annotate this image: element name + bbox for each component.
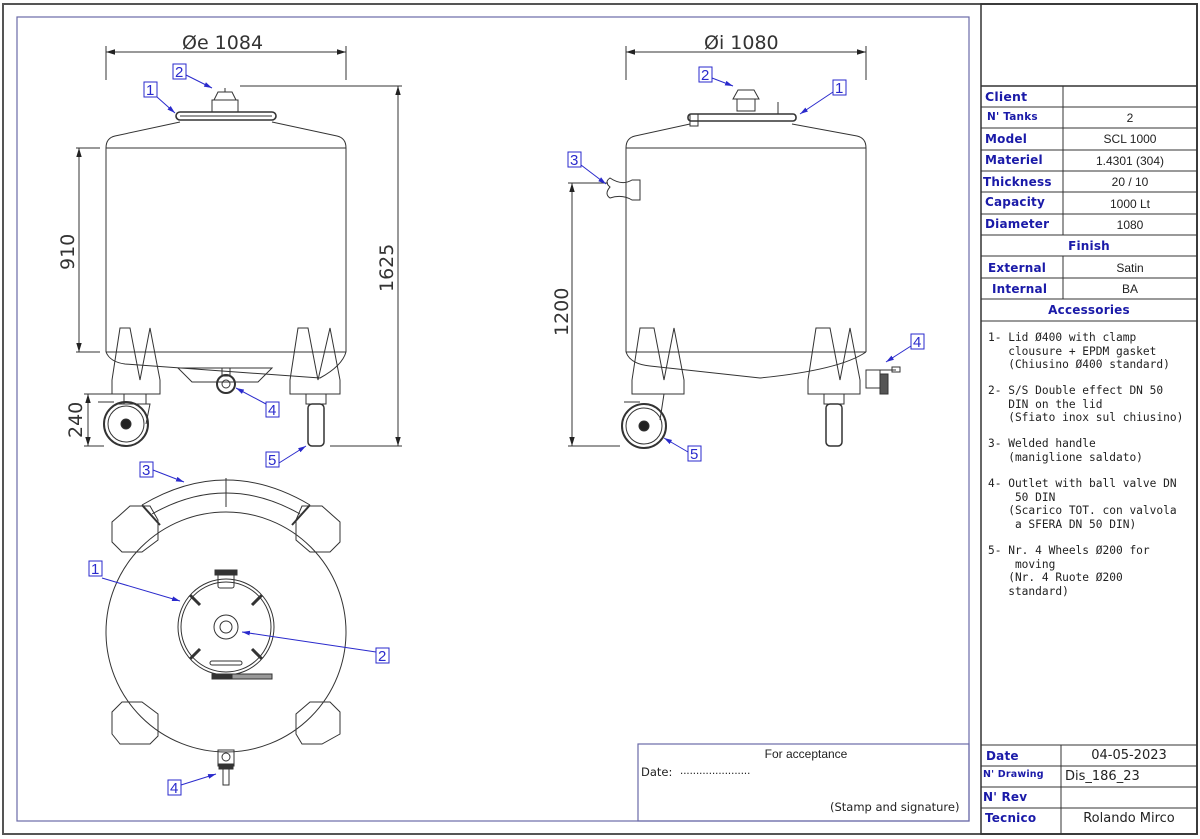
callout-3: 3	[139, 461, 185, 483]
svg-text:4: 4	[268, 402, 276, 419]
spec-value-tanks: 2	[1126, 111, 1134, 125]
finish-label-external: External	[988, 261, 1047, 275]
svg-text:4: 4	[913, 334, 921, 351]
spec-value-diameter: 1080	[1116, 218, 1144, 232]
callout-2: 2	[241, 630, 390, 665]
side-view	[568, 46, 901, 449]
callout-4: 4	[235, 387, 280, 419]
svg-text:1: 1	[146, 82, 154, 99]
side-callouts: 2 1 3 4 5	[567, 66, 925, 463]
svg-text:1: 1	[835, 80, 843, 97]
callout-3: 3	[567, 151, 607, 185]
front-callouts: 1 2 4 5	[143, 63, 307, 469]
callout-2: 2	[172, 63, 213, 89]
dim-body-height: 910	[57, 234, 79, 270]
spec-label-model: Model	[985, 132, 1028, 146]
footer-label-tecnico: Tecnico	[985, 811, 1037, 825]
spec-label-thickness: Thickness	[983, 175, 1052, 189]
top-callouts: 3 1 2 4	[88, 461, 390, 797]
spec-value-capacity: 1000 Lt	[1109, 197, 1151, 211]
callout-4: 4	[167, 773, 217, 797]
svg-text:3: 3	[570, 152, 578, 169]
spec-value-model: SCL 1000	[1103, 132, 1157, 146]
svg-text:5: 5	[690, 446, 698, 463]
callout-1: 1	[88, 560, 181, 602]
spec-label-diameter: Diameter	[985, 217, 1050, 231]
svg-text:2: 2	[175, 64, 183, 81]
title-block-grid	[981, 85, 1197, 834]
svg-text:2: 2	[701, 67, 709, 84]
callout-1: 1	[799, 79, 847, 115]
acceptance-date-label: Date:	[641, 765, 673, 779]
footer-label-rev: N' Rev	[983, 790, 1028, 804]
drawing-area-border	[16, 16, 970, 822]
spec-value-thickness: 20 / 10	[1111, 175, 1149, 189]
finish-value-internal: BA	[1121, 282, 1138, 296]
svg-text:3: 3	[142, 462, 150, 479]
acceptance-date-field[interactable]: ......................	[680, 765, 751, 777]
footer-value-tecnico: Rolando Mirco	[1083, 811, 1175, 826]
callout-1: 1	[143, 81, 176, 114]
finish-value-external: Satin	[1116, 261, 1144, 275]
finish-heading: Finish	[1068, 239, 1110, 253]
callout-4: 4	[885, 333, 925, 363]
accessory-item-4: 4- Outlet with ball valve DN 50 DIN (Sca…	[988, 477, 1177, 531]
accessory-item-3: 3- Welded handle (maniglione saldato)	[988, 437, 1143, 464]
spec-label-capacity: Capacity	[985, 195, 1045, 209]
callout-5: 5	[663, 437, 702, 463]
top-view	[105, 478, 347, 786]
spec-value-materiel: 1.4301 (304)	[1095, 154, 1165, 168]
svg-text:1: 1	[91, 561, 99, 578]
svg-text:5: 5	[268, 452, 276, 469]
front-view	[76, 46, 402, 447]
accessory-item-2: 2- S/S Double effect DN 50 DIN on the li…	[988, 384, 1184, 425]
title-block-border	[980, 3, 1198, 835]
callout-5: 5	[265, 445, 307, 469]
footer-value-drawing: Dis_186_23	[1065, 769, 1140, 784]
callout-2: 2	[698, 66, 734, 87]
spec-label-materiel: Materiel	[985, 153, 1043, 167]
accessory-item-1: 1- Lid Ø400 with clamp clousure + EPDM g…	[988, 331, 1170, 372]
accessory-item-5: 5- Nr. 4 Wheels Ø200 for moving (Nr. 4 R…	[988, 544, 1150, 598]
finish-label-internal: Internal	[992, 282, 1048, 296]
acceptance-title: For acceptance	[764, 747, 848, 761]
dim-total-height: 1625	[376, 244, 398, 292]
acceptance-stamp-label: (Stamp and signature)	[830, 800, 960, 814]
spec-label-client: Client	[985, 89, 1028, 104]
dim-outer-diameter: Øe 1084	[182, 32, 263, 54]
spec-label-tanks: N' Tanks	[987, 111, 1038, 123]
dim-handle-height: 1200	[551, 288, 573, 336]
svg-text:4: 4	[170, 780, 178, 797]
acceptance-box	[637, 743, 970, 822]
dim-inner-diameter: Øi 1080	[704, 32, 779, 54]
svg-text:2: 2	[378, 648, 386, 665]
footer-label-drawing: N' Drawing	[983, 769, 1044, 780]
footer-label-date: Date	[986, 749, 1019, 763]
footer-value-date: 04-05-2023	[1091, 748, 1167, 763]
dim-wheel-height: 240	[65, 402, 87, 438]
accessories-heading: Accessories	[1048, 303, 1130, 317]
